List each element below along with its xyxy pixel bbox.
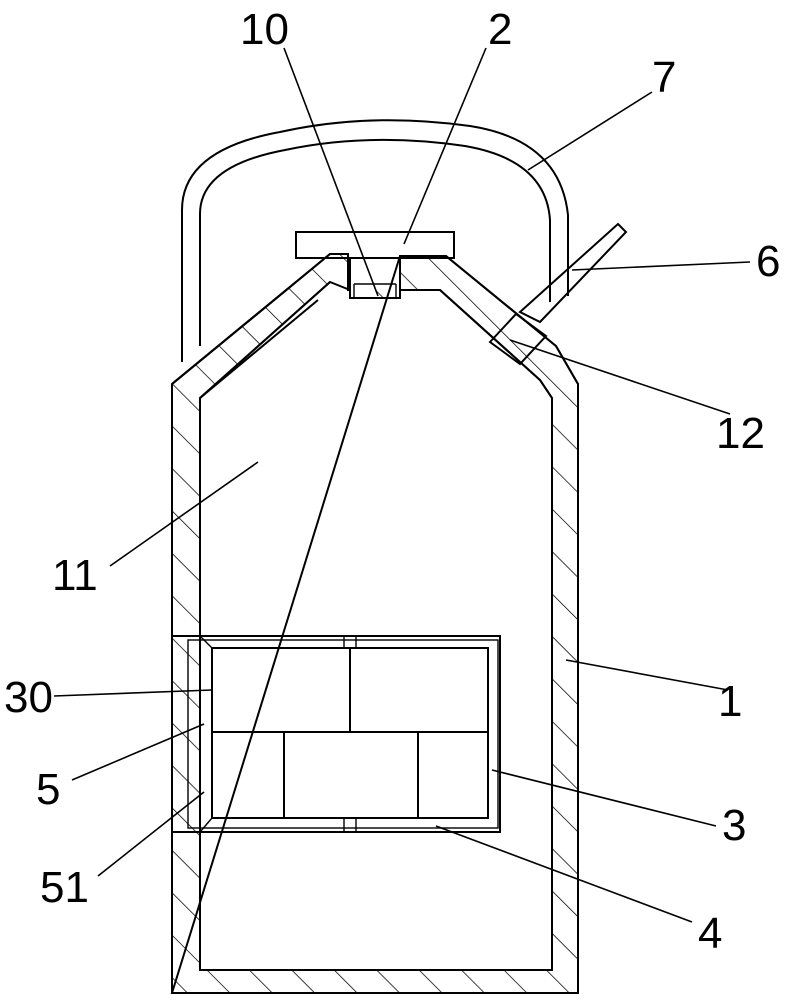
cap xyxy=(295,231,455,299)
label-6: 6 xyxy=(756,237,780,286)
inner-box xyxy=(171,635,501,833)
bottle-wall xyxy=(170,253,579,994)
label-1: 1 xyxy=(718,677,742,726)
label-5: 5 xyxy=(36,765,60,814)
label-12: 12 xyxy=(716,409,765,458)
label-7: 7 xyxy=(652,53,676,102)
shoulder-left xyxy=(171,281,319,399)
label-4: 4 xyxy=(698,909,722,958)
label-3: 3 xyxy=(722,801,746,850)
label-11: 11 xyxy=(52,551,98,600)
label-30: 30 xyxy=(4,673,53,722)
label-51: 51 xyxy=(40,863,89,912)
spout xyxy=(488,222,628,366)
label-2: 2 xyxy=(488,5,512,54)
label-10: 10 xyxy=(240,5,289,54)
leader-lines xyxy=(53,47,751,923)
handle-inner xyxy=(199,138,551,346)
handle xyxy=(181,119,569,362)
part-labels: 10 2 7 6 12 11 30 1 5 3 51 4 xyxy=(4,5,780,958)
